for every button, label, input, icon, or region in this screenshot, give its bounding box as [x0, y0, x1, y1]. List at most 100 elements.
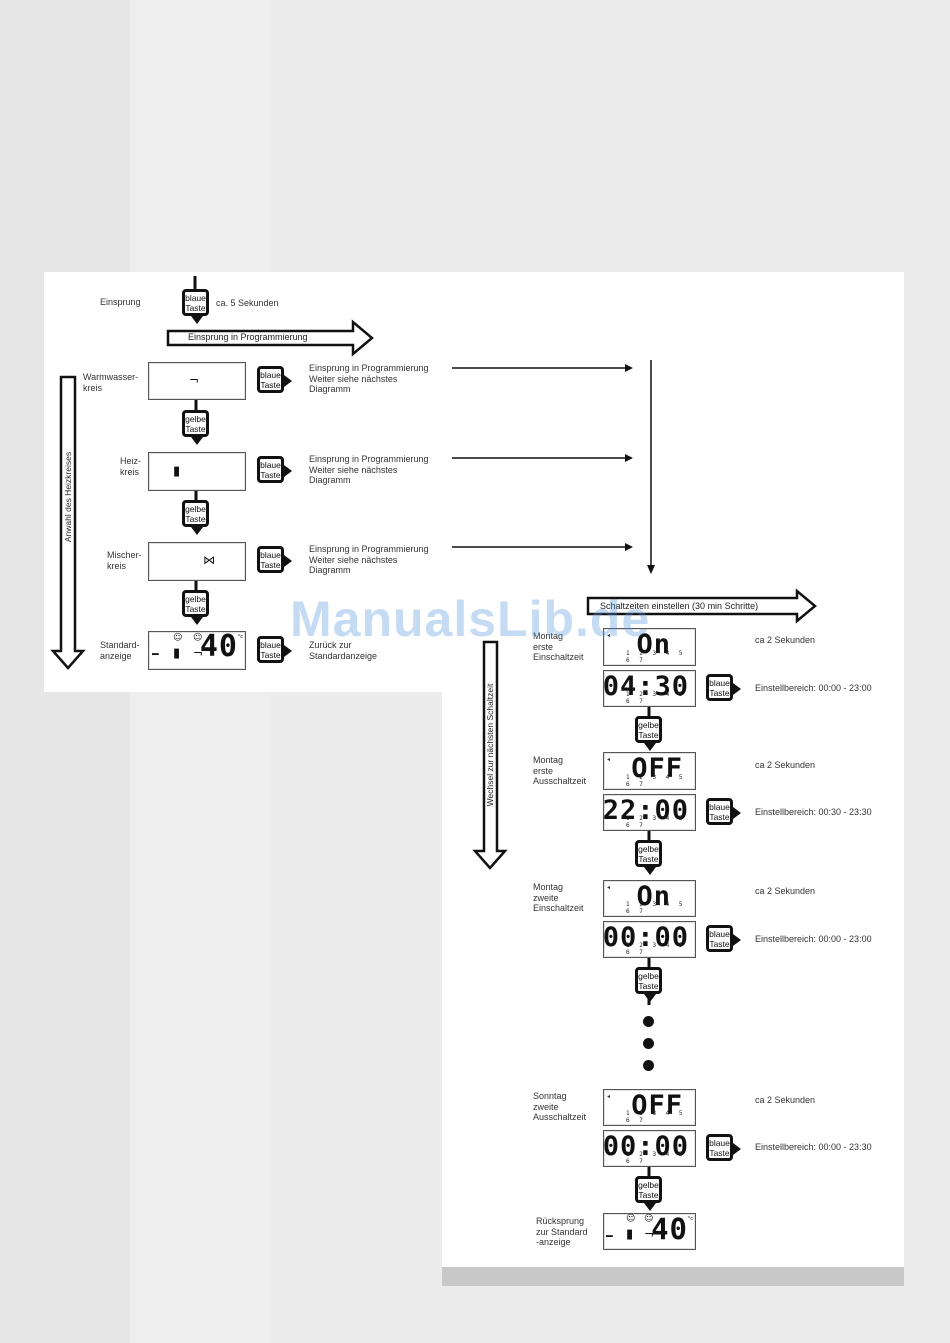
yellow-key-1: gelbe Taste: [182, 410, 209, 445]
blue-key-mischer: blaue Taste: [257, 546, 292, 573]
time-mo-off1: 22:00: [602, 795, 689, 826]
continuation-dot: [643, 1016, 654, 1027]
tiny-indicator: ◂: [607, 926, 611, 932]
blue-key-mo-off1: blaue Taste: [706, 798, 741, 825]
degree-icon: °c: [687, 1216, 693, 1222]
step-label-mo-on1: Montag erste Einschaltzeit: [533, 631, 584, 662]
blue-key-mo-on1: blaue Taste: [706, 674, 741, 701]
lcd-warmwasser: ¬: [148, 362, 246, 400]
flag-mo-on1: On: [636, 629, 671, 660]
tiny-indicator: ◂: [607, 1135, 611, 1141]
range-mo-off1: Einstellbereich: 00:30 - 23:30: [755, 807, 872, 817]
days-strip: 1 2 3 4 5 6 7: [626, 650, 686, 664]
degree-icon: °c: [237, 634, 243, 640]
time-mo-on2: 00:00: [602, 922, 689, 953]
entry-label: Einsprung: [100, 297, 141, 307]
blue-key-mo-on2: blaue Taste: [706, 925, 741, 952]
lcd-standard: ━ ☺ ▮ ☺ ¬ 40 °c: [148, 631, 246, 670]
row-label-mischer: Mischer- kreis: [107, 550, 142, 571]
lcd-mischer: ⋈: [148, 542, 246, 581]
row-text-standard: Zurück zur Standardanzeige: [309, 640, 378, 661]
entry-arrow-shape: [166, 319, 374, 357]
days-strip: 1 2 3 4 5 6 7: [626, 942, 686, 956]
footer-bar: [442, 1267, 904, 1286]
entry-blue-key: blaue Taste: [182, 289, 209, 324]
lcd-flag-mo-on1: ◂ On 1 2 3 4 5 6 7: [603, 628, 696, 666]
blue-key-warmwasser: blaue Taste: [257, 366, 292, 393]
row-text-warmwasser: Einsprung in Programmierung Weiter siehe…: [309, 363, 429, 394]
radiator-icon: ▮: [173, 464, 181, 479]
days-strip: 1 2 3 4 5 6 7: [626, 901, 686, 915]
blue-key-so-off2: blaue Taste: [706, 1134, 741, 1161]
step-label-mo-on2: Montag zweite Einschaltzeit: [533, 882, 584, 913]
tiny-indicator: ◂: [607, 799, 611, 805]
blue-key-heiz: blaue Taste: [257, 456, 292, 483]
standard-value: 40: [199, 629, 238, 664]
schaltzeiten-arrow-label: Schaltzeiten einstellen (30 min Schritte…: [600, 601, 759, 611]
flag-so-off2: OFF: [631, 1090, 683, 1121]
days-strip: 1 2 3 4 5 6 7: [626, 691, 686, 705]
tiny-indicator: ◂: [607, 757, 611, 763]
flag-mo-on2: On: [636, 881, 671, 912]
lcd-time-mo-on1: ◂ 04:30 1 2 3 4 5 6 7: [603, 670, 696, 707]
row-label-warmwasser: Warmwasser- kreis: [83, 372, 139, 393]
flag-mo-off1: OFF: [631, 753, 683, 784]
range-mo-on2: Einstellbereich: 00:00 - 23:00: [755, 934, 872, 944]
faucet-icon: ¬: [189, 373, 200, 387]
flag-hint-mo-on1: ca 2 Sekunden: [755, 635, 816, 645]
person-icon: ☺: [193, 633, 203, 643]
blue-key-standard: blaue Taste: [257, 636, 292, 663]
lcd-return-standard: ━ ☺ ▮ ☺ ¬ 40 °c: [603, 1213, 696, 1250]
step-label-so-off2: Sonntag zweite Ausschaltzeit: [533, 1091, 587, 1122]
flag-hint-so-off2: ca 2 Sekunden: [755, 1095, 816, 1105]
lcd-heiz: ▮: [148, 452, 246, 491]
continuation-dot: [643, 1060, 654, 1071]
range-mo-on1: Einstellbereich: 00:00 - 23:00: [755, 683, 872, 693]
tiny-indicator: ◂: [607, 1094, 611, 1100]
faucet-icon: ¬: [193, 646, 204, 660]
yellow-key-r4: gelbe Taste: [635, 1176, 662, 1211]
flag-hint-mo-off1: ca 2 Sekunden: [755, 760, 816, 770]
tiny-indicator: ◂: [607, 633, 611, 639]
person-icon: ☺: [173, 633, 183, 643]
days-strip: 1 2 3 4 5 6 7: [626, 815, 686, 829]
lcd-flag-mo-off1: ◂ OFF 1 2 3 4 5 6 7: [603, 752, 696, 790]
tap-icon: ━: [152, 648, 159, 661]
lcd-time-mo-off1: ◂ 22:00 1 2 3 4 5 6 7: [603, 794, 696, 831]
time-mo-on1: 04:30: [602, 671, 689, 702]
side-arrow-label-right: Wechsel zur nächsten Schaltzeit: [485, 683, 495, 807]
lcd-flag-mo-on2: ◂ On 1 2 3 4 5 6 7: [603, 880, 696, 917]
continuation-dot: [643, 1038, 654, 1049]
radiator-icon: ▮: [173, 646, 181, 661]
row-label-standard: Standard- anzeige: [100, 640, 140, 661]
faucet-icon: ¬: [644, 1227, 655, 1241]
lcd-time-mo-on2: ◂ 00:00 1 2 3 4 5 6 7: [603, 921, 696, 958]
mixer-valve-icon: ⋈: [203, 553, 215, 567]
days-strip: 1 2 3 4 5 6 7: [626, 1110, 686, 1124]
tiny-indicator: ◂: [607, 675, 611, 681]
days-strip: 1 2 3 4 5 6 7: [626, 1151, 686, 1165]
yellow-key-r1: gelbe Taste: [635, 716, 662, 751]
yellow-key-3: gelbe Taste: [182, 590, 209, 625]
tap-icon: ━: [606, 1230, 613, 1243]
yellow-key-2: gelbe Taste: [182, 500, 209, 535]
side-arrow-label-left: Anwahl des Heizkreises: [63, 451, 73, 543]
row-text-mischer: Einsprung in Programmierung Weiter siehe…: [309, 544, 429, 575]
person-icon: ☺: [644, 1214, 654, 1224]
radiator-icon: ▮: [626, 1227, 634, 1242]
row-label-heiz: Heiz- kreis: [120, 456, 142, 477]
lcd-time-so-off2: ◂ 00:00 1 2 3 4 5 6 7: [603, 1130, 696, 1167]
entry-arrow-label: Einsprung in Programmierung: [188, 332, 308, 342]
yellow-key-r2: gelbe Taste: [635, 840, 662, 875]
flag-hint-mo-on2: ca 2 Sekunden: [755, 886, 816, 896]
step-label-mo-off1: Montag erste Ausschaltzeit: [533, 755, 587, 786]
tiny-indicator: ◂: [607, 885, 611, 891]
yellow-key-r3: gelbe Taste: [635, 967, 662, 1002]
person-icon: ☺: [626, 1214, 636, 1224]
entry-hint: ca. 5 Sekunden: [216, 298, 279, 308]
return-label: Rücksprung zur Standard -anzeige: [536, 1216, 588, 1247]
range-so-off2: Einstellbereich: 00:00 - 23:30: [755, 1142, 872, 1152]
row-text-heiz: Einsprung in Programmierung Weiter siehe…: [309, 454, 429, 485]
time-so-off2: 00:00: [602, 1131, 689, 1162]
days-strip: 1 2 3 4 5 6 7: [626, 774, 686, 788]
